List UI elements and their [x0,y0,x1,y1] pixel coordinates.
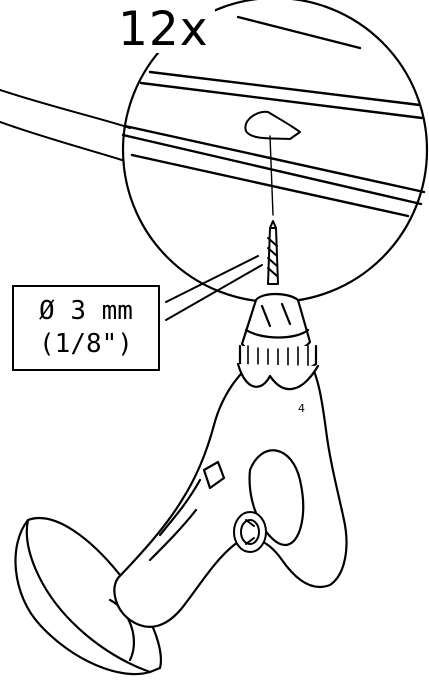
drill-bit-diameter-imperial: (1/8") [39,329,133,359]
mounting-slot [244,110,301,140]
drill-bit-size-callout: Ø 3 mm (1/8") [12,285,160,371]
drill-body [113,354,348,628]
drill-bit [267,220,279,285]
rail-profile [121,15,426,218]
direction-switch [233,511,267,553]
drill-marking: 4 [298,402,305,415]
drill-chuck [238,292,318,375]
quantity-label: 12x [118,6,215,53]
battery-pack [14,517,162,676]
drill-axis-line [269,135,274,216]
detail-pointer [0,89,131,161]
callout-pointer [165,255,263,321]
chuck-collar [236,362,320,391]
drill-bit-diameter-metric: Ø 3 mm [39,296,133,326]
